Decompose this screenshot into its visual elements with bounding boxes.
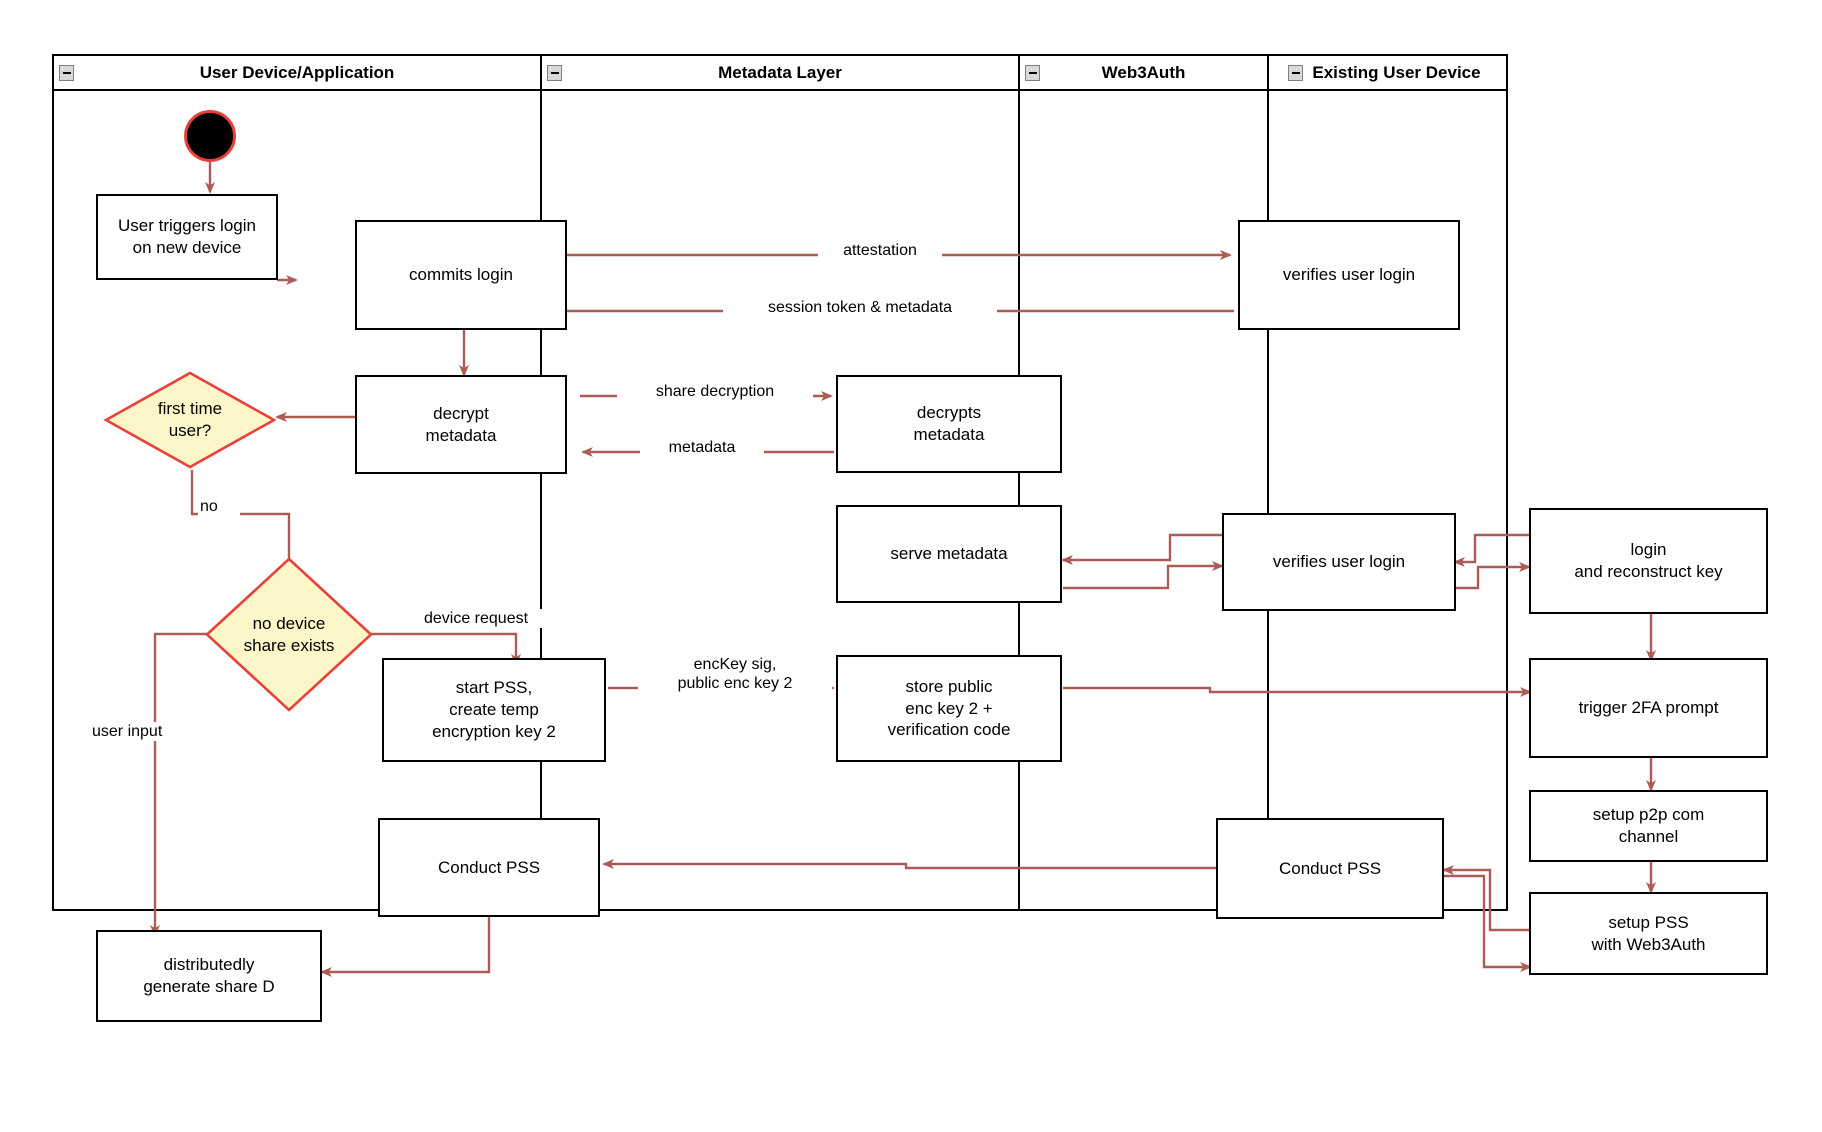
edge-label-no: no xyxy=(198,497,240,517)
node-trigger-2fa-prompt[interactable]: trigger 2FA prompt xyxy=(1529,658,1768,758)
diamond-shape-icon xyxy=(205,557,373,712)
lane-divider-1 xyxy=(540,56,542,909)
node-user-triggers-login[interactable]: User triggers login on new device xyxy=(96,194,278,280)
lane-title: Web3Auth xyxy=(1101,62,1186,82)
node-conduct-pss-user[interactable]: Conduct PSS xyxy=(378,818,600,917)
minus-box-icon[interactable] xyxy=(59,65,74,81)
lane-title: Existing User Device xyxy=(1312,62,1481,82)
edge-label-share-decryption: share decryption xyxy=(617,382,813,402)
edge-label-metadata: metadata xyxy=(640,438,764,458)
decision-label: first time user? xyxy=(157,399,223,440)
lane-header-existing-device[interactable]: Existing User Device xyxy=(1267,56,1508,91)
node-setup-pss-with-web3auth[interactable]: setup PSS with Web3Auth xyxy=(1529,892,1768,975)
node-first-time-user-decision[interactable]: first time user? xyxy=(104,371,276,469)
edge-label-attestation: attestation xyxy=(818,241,942,261)
node-verifies-user-login-1[interactable]: verifies user login xyxy=(1238,220,1460,330)
lane-title: Metadata Layer xyxy=(718,62,842,82)
minus-box-icon[interactable] xyxy=(1025,65,1040,81)
lane-header-user-device[interactable]: User Device/Application xyxy=(54,56,540,91)
lane-divider-2 xyxy=(1018,56,1020,909)
edge-label-user-input: user input xyxy=(90,722,204,742)
edge-label-device-request: device request xyxy=(395,609,557,629)
edge-label-enckey-sig: encKey sig, public enc key 2 xyxy=(638,655,832,694)
decision-label: no device share exists xyxy=(243,613,335,655)
minus-box-icon[interactable] xyxy=(547,65,562,81)
minus-box-icon[interactable] xyxy=(1288,65,1303,81)
lane-divider-3 xyxy=(1267,56,1269,909)
node-decrypt-metadata[interactable]: decrypt metadata xyxy=(355,375,567,474)
lane-header-metadata[interactable]: Metadata Layer xyxy=(540,56,1018,91)
node-serve-metadata[interactable]: serve metadata xyxy=(836,505,1062,603)
node-no-device-share-decision[interactable]: no device share exists xyxy=(205,557,373,712)
lane-title: User Device/Application xyxy=(199,62,395,82)
node-start-pss[interactable]: start PSS, create temp encryption key 2 xyxy=(382,658,606,762)
swimlane-container: User Device/Application Metadata Layer W… xyxy=(52,54,1508,911)
node-decrypts-metadata[interactable]: decrypts metadata xyxy=(836,375,1062,473)
node-conduct-pss-web3auth[interactable]: Conduct PSS xyxy=(1216,818,1444,919)
node-store-public-enc-key[interactable]: store public enc key 2 + verification co… xyxy=(836,655,1062,762)
node-distributedly-generate-share-d[interactable]: distributedly generate share D xyxy=(96,930,322,1022)
node-login-and-reconstruct-key[interactable]: login and reconstruct key xyxy=(1529,508,1768,614)
edge-label-session-token: session token & metadata xyxy=(723,298,997,318)
lane-header-web3auth[interactable]: Web3Auth xyxy=(1018,56,1267,91)
node-commits-login[interactable]: commits login xyxy=(355,220,567,330)
node-verifies-user-login-2[interactable]: verifies user login xyxy=(1222,513,1456,611)
diamond-shape-icon xyxy=(104,371,276,469)
node-setup-p2p-com-channel[interactable]: setup p2p com channel xyxy=(1529,790,1768,862)
start-node xyxy=(184,110,236,162)
